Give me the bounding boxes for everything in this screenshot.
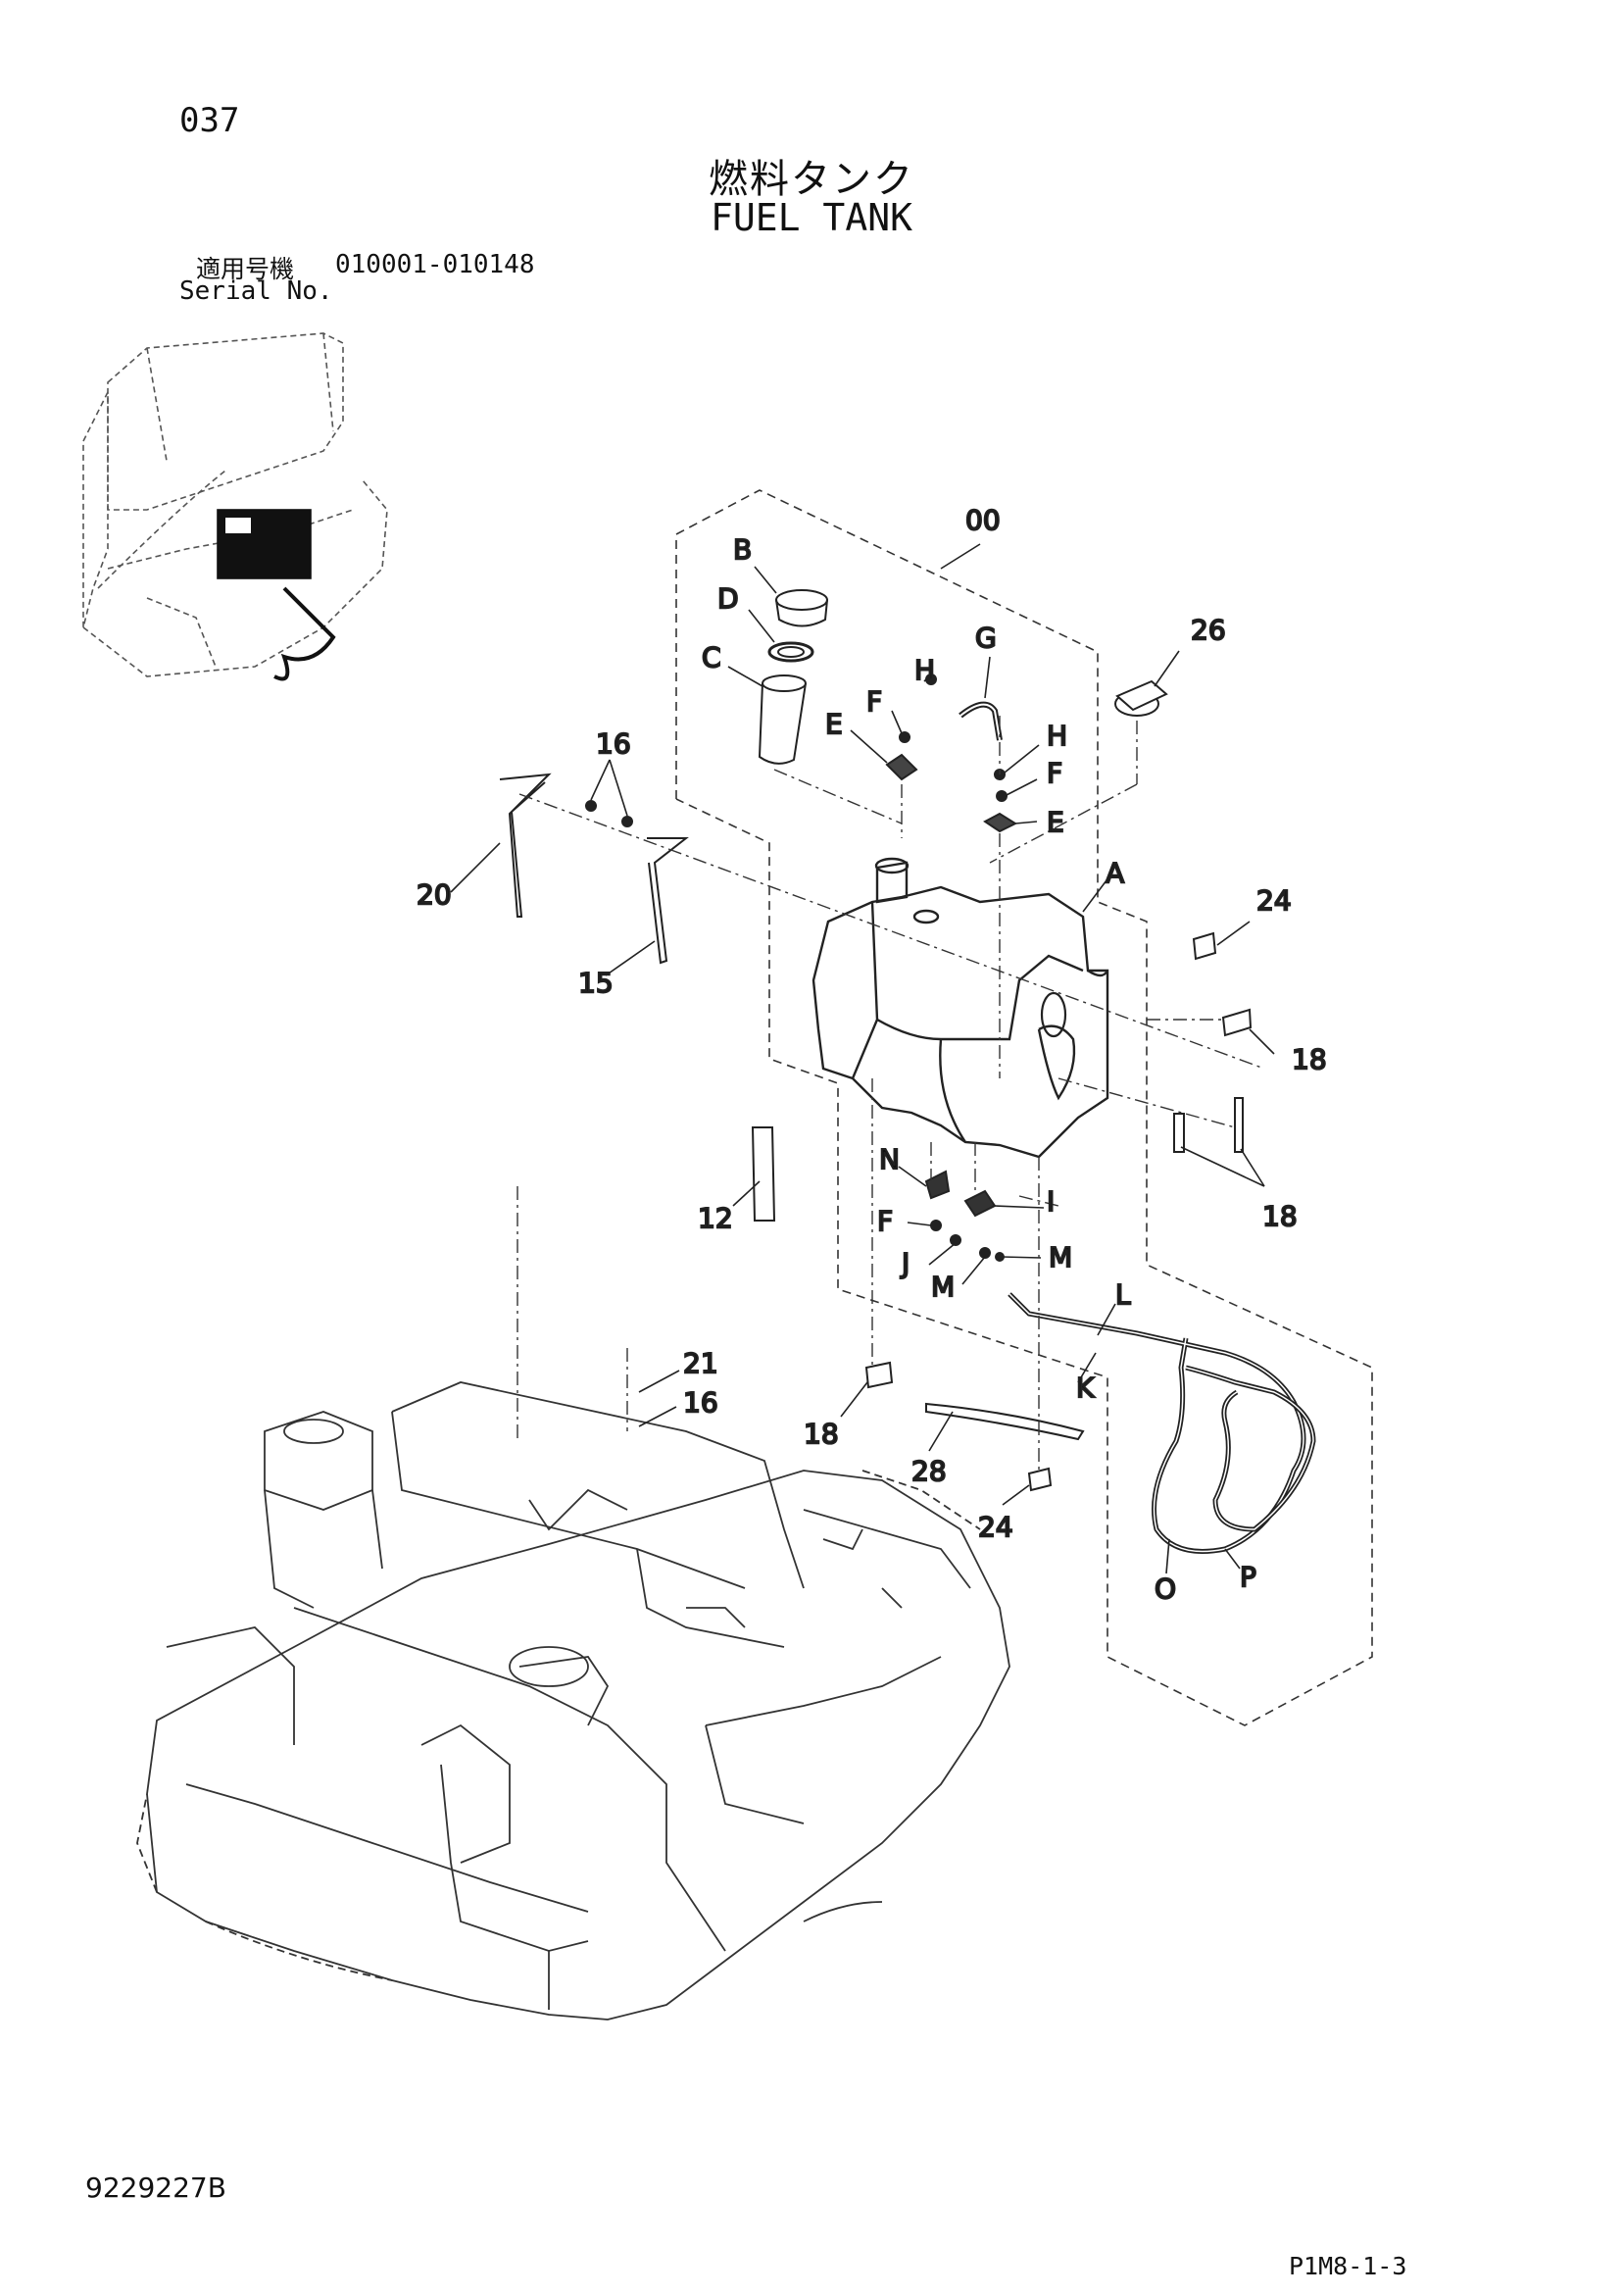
callout-16-lower: 16 xyxy=(683,1386,718,1419)
callout-M-lower: M xyxy=(931,1271,955,1303)
upper-frame-structure xyxy=(136,1381,1010,2021)
callout-F-lower: F xyxy=(877,1205,893,1237)
filler-cap-assembly xyxy=(758,589,828,765)
callout-G: G xyxy=(975,622,997,654)
leader-lines xyxy=(450,543,1275,1574)
callout-I: I xyxy=(1047,1185,1055,1218)
callout-12: 12 xyxy=(698,1202,733,1234)
callout-24-lower: 24 xyxy=(978,1511,1013,1543)
callout-C: C xyxy=(702,641,721,674)
callout-18-right: 18 xyxy=(1292,1043,1327,1075)
callout-L: L xyxy=(1115,1278,1131,1311)
fuel-tank-body xyxy=(812,857,1109,1159)
callout-H-upper: H xyxy=(914,654,935,686)
callout-M-right: M xyxy=(1049,1241,1072,1273)
callout-16-upper: 16 xyxy=(596,727,631,760)
callout-N: N xyxy=(879,1143,900,1175)
title-japanese: 燃料タンク xyxy=(709,157,914,202)
callout-20: 20 xyxy=(417,878,452,911)
page-number: 037 xyxy=(179,101,240,140)
serial-label-english: Serial No. xyxy=(179,276,333,306)
callout-O: O xyxy=(1155,1572,1176,1605)
tank-straps xyxy=(499,773,689,965)
callout-P: P xyxy=(1240,1561,1256,1593)
callout-F-right: F xyxy=(1047,757,1062,789)
page-code: P1M8-1-3 xyxy=(1289,2252,1407,2280)
callout-H-right: H xyxy=(1047,720,1067,752)
callout-B: B xyxy=(733,533,752,566)
callout-K: K xyxy=(1076,1372,1095,1404)
assembly-boundary xyxy=(675,489,1373,1726)
callout-J: J xyxy=(900,1247,910,1279)
vent-fittings xyxy=(885,674,1168,833)
callout-28: 28 xyxy=(911,1455,947,1487)
callout-18-lower-right: 18 xyxy=(1262,1200,1298,1232)
callout-00: 00 xyxy=(965,504,1001,536)
callout-21: 21 xyxy=(683,1347,718,1379)
callout-24-upper: 24 xyxy=(1256,884,1292,917)
callout-E-upper: E xyxy=(825,708,843,740)
callout-26: 26 xyxy=(1191,614,1226,646)
callout-15: 15 xyxy=(578,967,614,999)
machine-inset-drawing xyxy=(82,332,388,681)
callout-labels: 00 B D C G H F E H F E 26 16 20 15 A 24 … xyxy=(416,503,1328,1606)
alignment-lines xyxy=(516,716,1265,1471)
callout-E-right: E xyxy=(1047,806,1064,838)
pads xyxy=(751,931,1253,1492)
serial-range: 010001-010148 xyxy=(335,250,535,279)
serial-label-japanese: 適用号機 xyxy=(196,255,295,283)
title-english: FUEL TANK xyxy=(711,196,912,239)
drain-fittings xyxy=(924,1170,1005,1262)
callout-A: A xyxy=(1106,857,1124,889)
callout-18-lower: 18 xyxy=(804,1418,839,1450)
callout-D: D xyxy=(717,582,739,615)
callout-F-upper: F xyxy=(866,685,882,718)
fuel-hoses xyxy=(1008,1292,1316,1554)
drawing-number: 9229227B xyxy=(85,2171,226,2204)
